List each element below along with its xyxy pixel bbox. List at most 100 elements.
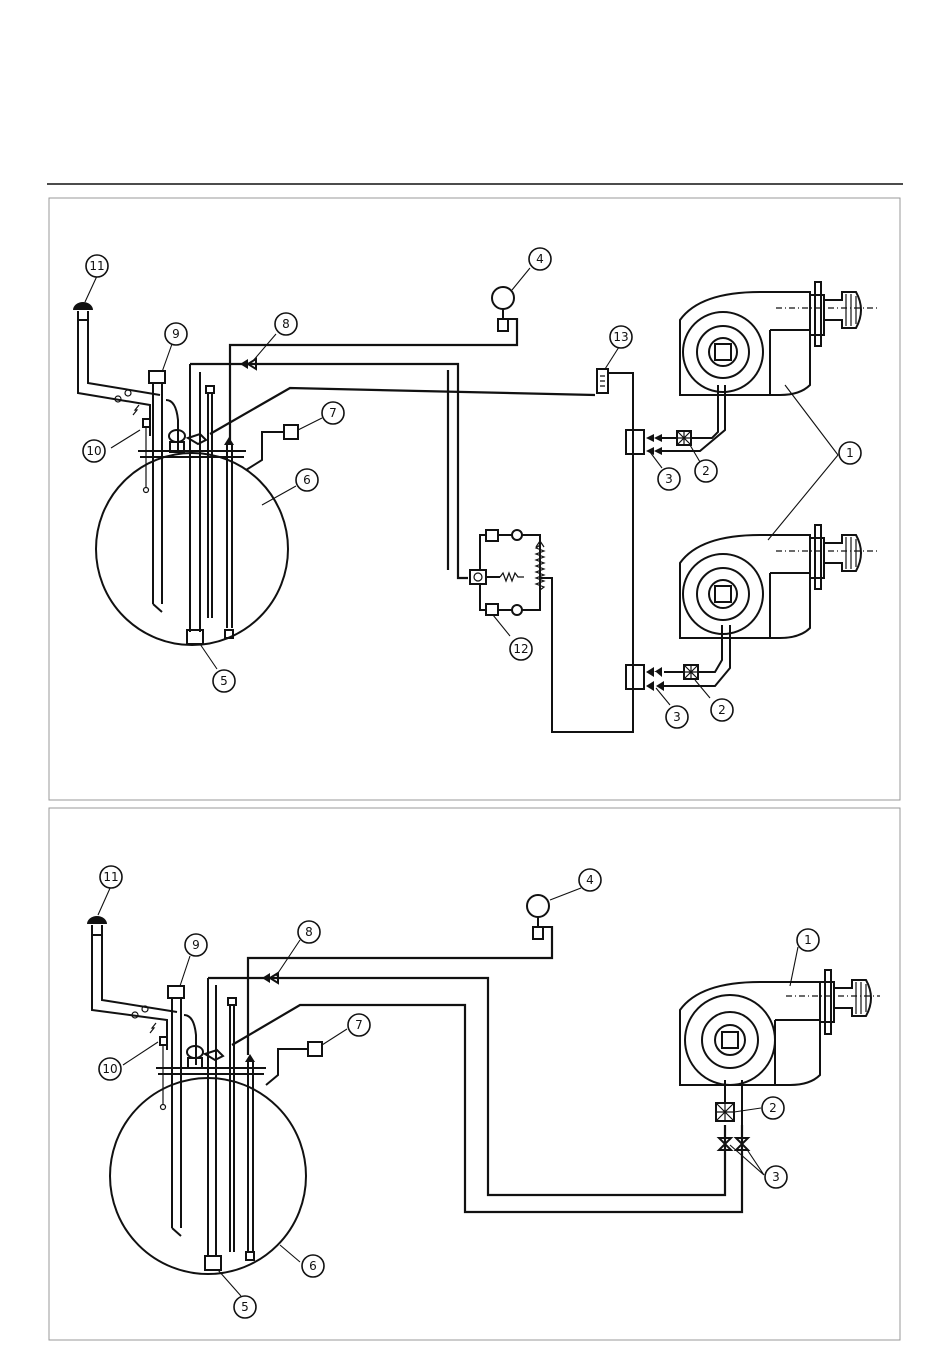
svg-text:5: 5 [220,674,228,688]
leader-5 [200,644,217,669]
fill-pipe [149,371,165,612]
callout-2: 2 [762,1097,784,1119]
leader-9 [180,956,190,986]
electrode [150,1023,167,1110]
callout-11: 11 [100,866,122,888]
svg-text:13: 13 [613,330,628,344]
upper-burner [680,282,880,395]
leader-4 [512,268,530,290]
callout-10: 10 [99,1058,121,1080]
burner-feed [716,1080,748,1212]
leader-2 [734,1108,761,1112]
leader-5 [218,1270,241,1296]
callout-11: 11 [86,255,108,277]
callout-9: 9 [165,323,187,345]
diagram-top-frame [49,198,900,800]
svg-text:7: 7 [329,406,337,420]
pressure-gauge [492,287,517,331]
svg-text:2: 2 [702,464,710,478]
pump-unit [470,373,633,732]
gauge-pipe [248,926,552,1055]
callout-3-lower: 3 [666,706,688,728]
level-indicator [308,1042,322,1056]
svg-text:4: 4 [586,873,594,887]
leader-4 [550,888,581,900]
leader-9 [162,344,172,372]
rod-cap [206,386,214,393]
leader-11 [85,276,97,302]
svg-text:7: 7 [355,1018,363,1032]
callout-2: 2 [695,460,717,482]
diagram-top: 11 9 8 4 13 10 7 6 5 1 3 2 12 3 2 [49,198,900,800]
leader-3 [730,1145,764,1175]
leader-8 [252,334,276,362]
leader-6 [280,1245,300,1262]
tank [96,453,288,645]
svg-text:3: 3 [665,472,673,486]
callout-10: 10 [83,440,105,462]
svg-text:8: 8 [305,925,313,939]
callout-8: 8 [298,921,320,943]
callout-8: 8 [275,313,297,335]
svg-text:11: 11 [103,870,118,884]
svg-text:4: 4 [536,252,544,266]
level-indicator-line [246,432,284,470]
leader-13 [605,347,619,369]
supply-pipe-outer [208,978,725,1195]
svg-text:3: 3 [772,1170,780,1184]
pressure-gauge [527,895,552,939]
leader-7 [322,1029,347,1045]
svg-text:9: 9 [172,327,180,341]
svg-text:2: 2 [769,1101,777,1115]
tank-fittings [184,1015,223,1068]
leader-1 [790,947,798,986]
callout-3: 3 [658,468,680,490]
callout-6: 6 [296,469,318,491]
callout-1: 1 [839,442,861,464]
callout-5: 5 [234,1296,256,1318]
callout-13: 13 [610,326,632,348]
vent-pipe [87,916,177,1050]
svg-text:10: 10 [86,444,101,458]
svg-text:6: 6 [303,473,311,487]
fill-pipe [168,986,184,1236]
svg-text:6: 6 [309,1259,317,1273]
callout-5: 5 [213,670,235,692]
diagram-bottom: 11 9 8 4 1 10 7 2 3 6 5 [49,808,900,1340]
rod-cap [228,998,236,1005]
leader-2 [690,445,700,462]
callout-1: 1 [797,929,819,951]
svg-text:11: 11 [89,259,104,273]
callout-7: 7 [348,1014,370,1036]
foot-valve [187,630,203,644]
electrode [133,405,150,493]
svg-text:1: 1 [804,933,812,947]
thermometer-scale [600,376,605,386]
leader-3-lower [656,688,670,705]
rod-2-head [245,1054,255,1062]
burner [680,970,880,1085]
leader-1 [768,385,838,540]
svg-text:3: 3 [673,710,681,724]
foot-valve [205,1256,221,1270]
leader-12 [493,615,510,636]
callout-3: 3 [765,1166,787,1188]
callout-2-lower: 2 [711,699,733,721]
callout-7: 7 [322,402,344,424]
svg-text:8: 8 [282,317,290,331]
lower-burner-feed [626,625,730,691]
leader-10 [111,430,140,448]
svg-text:9: 9 [192,938,200,952]
leader-10 [123,1042,158,1065]
vent-pipe [73,302,160,436]
lower-burner [680,525,880,638]
callout-9: 9 [185,934,207,956]
callout-4: 4 [579,869,601,891]
level-indicator-line [266,1049,308,1085]
callout-12: 12 [510,638,532,660]
return-pipe [210,388,595,434]
leader-3 [650,452,662,468]
svg-text:1: 1 [846,446,854,460]
svg-text:5: 5 [241,1300,249,1314]
